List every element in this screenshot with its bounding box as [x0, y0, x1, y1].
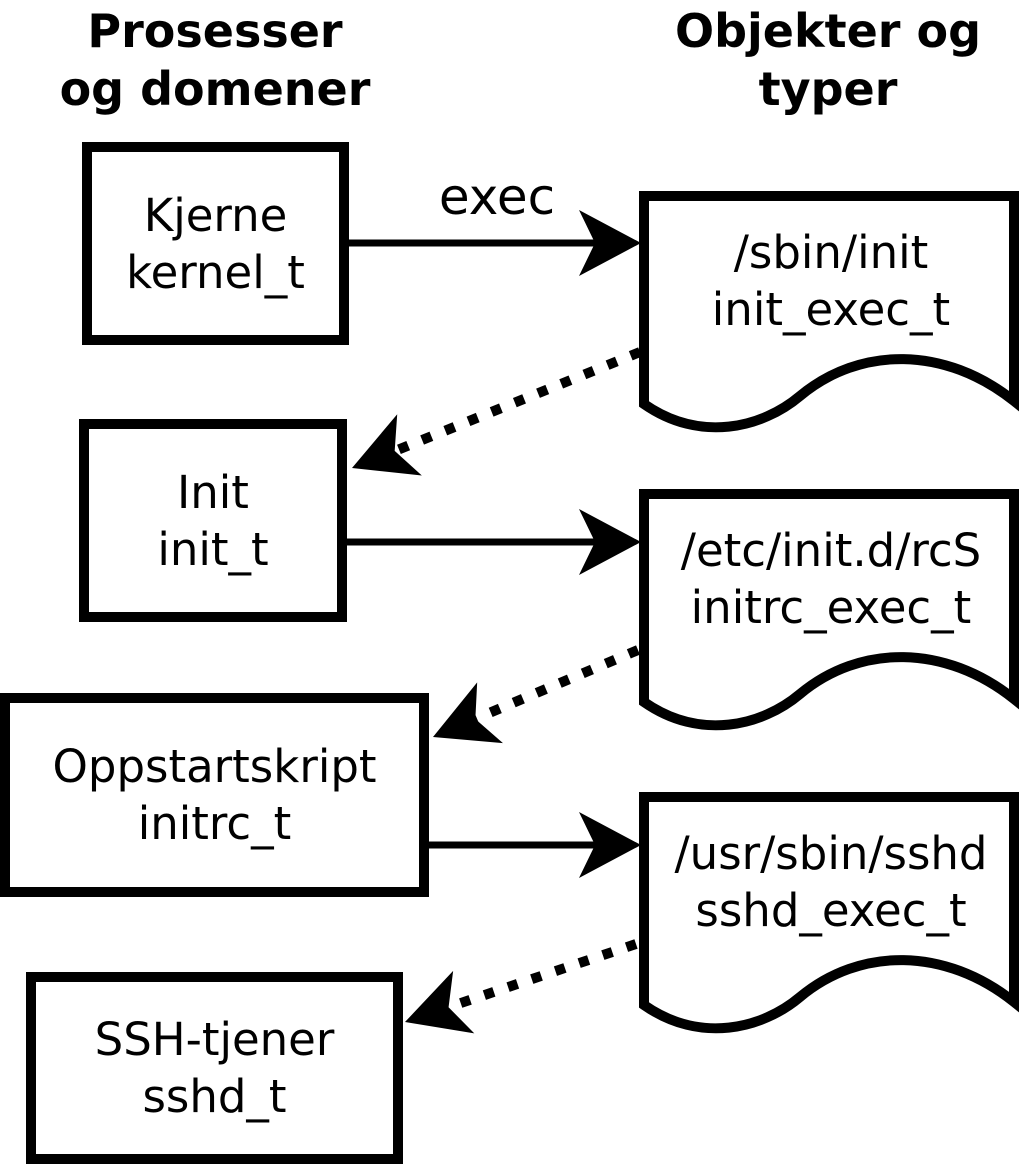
process-box-initrc: Oppstartskript initrc_t — [0, 693, 429, 897]
exec-arrowhead-icon — [579, 509, 641, 575]
object-path-label: /usr/sbin/sshd — [674, 827, 988, 880]
object-path-label: /etc/init.d/rcS — [680, 524, 982, 577]
object-label-init-exec: /sbin/init init_exec_t — [652, 196, 1010, 366]
object-type-label: init_exec_t — [711, 283, 951, 336]
transition-arrow-to-init-line — [393, 347, 642, 456]
object-type-label: initrc_exec_t — [690, 581, 972, 634]
column-header-objects-line2: typer — [758, 62, 898, 116]
object-path-label: /sbin/init — [733, 226, 929, 279]
process-type-label: init_t — [157, 522, 269, 576]
column-header-objects-line1: Objekter og — [674, 4, 981, 58]
process-name-label: Kjerne — [143, 188, 288, 242]
exec-arrowhead-icon — [579, 812, 641, 878]
object-label-initrc-exec: /etc/init.d/rcS initrc_exec_t — [652, 494, 1010, 664]
process-type-label: initrc_t — [137, 797, 292, 850]
transition-arrowhead-icon — [352, 414, 422, 476]
transition-arrowhead-icon — [433, 682, 503, 744]
exec-arrow-label: exec — [438, 168, 556, 226]
process-box-kernel: Kjerne kernel_t — [82, 142, 349, 345]
process-name-label: Oppstartskript — [52, 740, 377, 793]
object-type-label: sshd_exec_t — [695, 884, 967, 937]
exec-arrowhead-icon — [579, 210, 641, 276]
process-name-label: SSH-tjener — [94, 1013, 335, 1066]
column-header-processes-line1: Prosesser — [87, 4, 343, 58]
document-shape-init-exec — [639, 191, 1019, 433]
transition-arrowhead-icon — [405, 970, 475, 1034]
column-header-processes-line2: og domener — [59, 62, 371, 116]
process-type-label: kernel_t — [126, 245, 305, 299]
process-box-sshd: SSH-tjener sshd_t — [26, 972, 403, 1164]
transition-arrow-to-sshd-line — [447, 939, 638, 1012]
transition-arrow-to-initrc-line — [473, 645, 640, 724]
object-label-sshd-exec: /usr/sbin/sshd sshd_exec_t — [652, 797, 1010, 967]
document-shape-sshd-exec — [639, 792, 1019, 1034]
process-name-label: Init — [177, 465, 249, 519]
column-header-processes: Prosesser og domener — [25, 2, 405, 118]
process-type-label: sshd_t — [142, 1070, 287, 1123]
process-box-init: Init init_t — [79, 419, 347, 622]
document-shape-initrc-exec — [639, 489, 1019, 731]
column-header-objects: Objekter og typer — [638, 2, 1018, 118]
